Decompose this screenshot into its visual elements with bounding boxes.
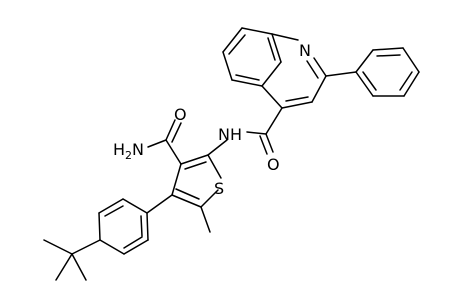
bond	[403, 71, 420, 97]
bonds	[43, 27, 420, 281]
bond	[104, 205, 124, 217]
bond	[355, 71, 374, 97]
nh2-prefix: H	[113, 140, 125, 159]
bond	[402, 47, 420, 73]
bond	[122, 198, 148, 214]
amide-oxygen-label: O	[267, 155, 280, 174]
bond	[175, 188, 200, 200]
thiophene-sulfur-label: S	[214, 179, 224, 198]
bond	[207, 154, 222, 179]
bond	[313, 57, 327, 77]
bond	[228, 34, 246, 55]
bond	[171, 163, 182, 196]
bond	[146, 212, 149, 241]
bond	[171, 122, 182, 143]
bond	[146, 194, 173, 214]
bond	[71, 239, 101, 255]
bond	[372, 47, 404, 51]
bond	[261, 85, 283, 109]
carboxamide-oxygen-label: O	[174, 105, 187, 124]
nh2-suffix: N	[132, 140, 144, 159]
amide-nh-label: NH	[218, 125, 242, 144]
bond	[311, 75, 327, 103]
bond	[355, 49, 374, 73]
bond	[171, 194, 202, 208]
bond	[267, 37, 276, 61]
bond	[123, 236, 143, 249]
bond	[71, 253, 87, 281]
bond	[306, 60, 319, 79]
bond	[325, 71, 357, 77]
bond	[200, 189, 219, 208]
bond	[265, 107, 283, 135]
ring-nitrogen-label: N	[299, 41, 311, 60]
bond	[140, 215, 143, 237]
bond	[246, 131, 267, 135]
bond	[285, 96, 309, 102]
bond	[376, 54, 401, 57]
bond	[399, 71, 413, 91]
bond	[43, 239, 73, 255]
bond	[165, 119, 176, 141]
bond	[207, 139, 228, 156]
bond	[231, 79, 263, 87]
bond	[98, 212, 101, 241]
bond	[259, 135, 268, 155]
bond	[222, 51, 233, 81]
bond	[99, 239, 125, 255]
bond	[98, 198, 124, 214]
nh2-subscript: 2	[125, 149, 132, 162]
bond	[241, 27, 273, 35]
carboxamide-nh2-label: H2N	[113, 140, 144, 162]
atom-labels: N O NH O S H2N	[113, 41, 311, 198]
bond	[265, 133, 274, 153]
bond	[180, 154, 209, 165]
bond	[123, 239, 149, 255]
bond	[222, 27, 243, 53]
bond	[362, 71, 377, 91]
bond	[165, 139, 182, 165]
bond	[147, 139, 167, 148]
bond	[200, 206, 211, 233]
bond	[184, 161, 207, 170]
bond	[271, 33, 299, 41]
bond	[235, 74, 260, 81]
bond	[55, 253, 73, 281]
bond	[261, 61, 282, 87]
bond	[271, 33, 282, 63]
bond	[281, 101, 313, 109]
